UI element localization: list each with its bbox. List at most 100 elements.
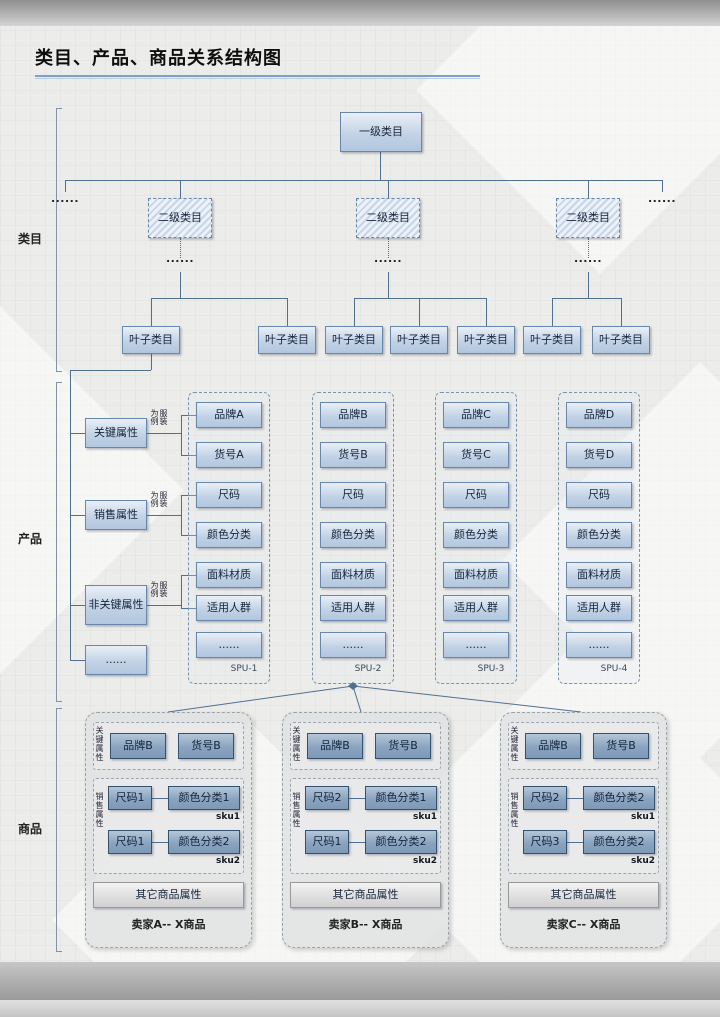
spu-name-label: SPU-1: [230, 664, 258, 674]
ellipsis-label: ......: [573, 252, 603, 265]
sku-color-box: 颜色分类2: [365, 830, 437, 854]
connector: [151, 298, 152, 326]
connector: [181, 495, 182, 535]
connector: [181, 575, 182, 608]
sku-tag: sku2: [630, 856, 655, 866]
spu-item: 品牌B: [320, 402, 386, 428]
spu-item: 适用人群: [566, 595, 632, 621]
sku-color-box: 颜色分类1: [365, 786, 437, 810]
connector: [152, 798, 168, 799]
seller-caption: 卖家A-- X商品: [131, 918, 206, 931]
connector: [287, 298, 288, 326]
spu-item: ......: [443, 632, 509, 658]
sku-tag: sku1: [215, 812, 240, 822]
spu-item: 货号A: [196, 442, 262, 468]
clothing-example-note: 服装为例: [150, 491, 168, 507]
top-banner-bar: [0, 0, 720, 26]
clothing-example-note: 服装为例: [150, 581, 168, 597]
spu-item: 面料材质: [196, 562, 262, 588]
spu-item: 品牌C: [443, 402, 509, 428]
connector: [181, 415, 182, 455]
spu-item: 适用人群: [196, 595, 262, 621]
connector: [180, 272, 181, 298]
spu-item: 尺码: [443, 482, 509, 508]
sku-tag: sku1: [630, 812, 655, 822]
connector: [588, 180, 589, 198]
sku-color-box: 颜色分类1: [168, 786, 240, 810]
connector: [70, 660, 85, 661]
connector: [70, 515, 85, 516]
spu-item: ......: [566, 632, 632, 658]
connector: [588, 272, 589, 298]
ellipsis-label: ......: [647, 192, 677, 205]
spu-item: 颜色分类: [443, 522, 509, 548]
spu-item: 颜色分类: [320, 522, 386, 548]
bottom-banner-bar: [0, 962, 720, 1000]
connector: [147, 605, 181, 606]
nonkey-attributes-box: 非关键属性: [85, 585, 147, 625]
key-group-label: 关键属性: [292, 726, 301, 762]
spu-item: 货号B: [320, 442, 386, 468]
sku-color-box: 颜色分类2: [583, 786, 655, 810]
title-underline: [35, 75, 480, 77]
diamond-junction-icon: [348, 682, 358, 690]
spu-item: 货号C: [443, 442, 509, 468]
sku-color-box: 颜色分类2: [583, 830, 655, 854]
spu-name-label: SPU-2: [354, 664, 382, 674]
sku-tag: sku1: [412, 812, 437, 822]
connector: [388, 180, 389, 198]
spu-name-label: SPU-4: [600, 664, 628, 674]
connector: [486, 298, 487, 326]
spu-item: 颜色分类: [196, 522, 262, 548]
sales-group-label: 销售属性: [510, 792, 519, 828]
spu-item: ......: [320, 632, 386, 658]
page-title: 类目、产品、商品关系结构图: [35, 48, 282, 69]
category-section-bracket: [56, 108, 62, 372]
connector: [621, 298, 622, 326]
sales-group-label: 销售属性: [95, 792, 104, 828]
connector: [151, 354, 152, 370]
connector: [419, 298, 420, 326]
connector: [70, 433, 85, 434]
connector: [567, 798, 583, 799]
spu-item: 尺码: [196, 482, 262, 508]
connector: [388, 272, 389, 298]
level2-category-node: 二级类目: [556, 198, 620, 238]
seller-brand-box: 品牌B: [110, 733, 166, 759]
more-attributes-box: ......: [85, 645, 147, 675]
dotted-connector: [180, 238, 181, 258]
sku-size-box: 尺码2: [523, 786, 567, 810]
clothing-example-note: 服装为例: [150, 409, 168, 425]
connector: [180, 180, 181, 198]
leaf-category-node: 叶子类目: [523, 326, 581, 354]
spu-item: 面料材质: [566, 562, 632, 588]
seller-caption: 卖家B-- X商品: [328, 918, 403, 931]
other-attributes-box: 其它商品属性: [290, 882, 441, 908]
goods-section-bracket: [56, 708, 62, 952]
leaf-category-node: 叶子类目: [258, 326, 316, 354]
spu-item: 尺码: [566, 482, 632, 508]
seller-code-box: 货号B: [375, 733, 431, 759]
dotted-connector: [588, 238, 589, 258]
sku-tag: sku2: [215, 856, 240, 866]
other-attributes-box: 其它商品属性: [93, 882, 244, 908]
sku-size-box: 尺码1: [108, 786, 152, 810]
connector: [349, 798, 365, 799]
connector: [151, 298, 287, 299]
spu-item: 品牌A: [196, 402, 262, 428]
title-underline-thin: [35, 78, 480, 79]
key-attributes-box: 关键属性: [85, 418, 147, 448]
spu-name-label: SPU-3: [477, 664, 505, 674]
connector: [552, 298, 553, 326]
section-label-goods: 商品: [17, 822, 42, 836]
seller-code-box: 货号B: [593, 733, 649, 759]
sku-size-box: 尺码1: [108, 830, 152, 854]
spu-item: 货号D: [566, 442, 632, 468]
level2-category-node: 二级类目: [148, 198, 212, 238]
sku-tag: sku2: [412, 856, 437, 866]
leaf-category-node: 叶子类目: [390, 326, 448, 354]
connector: [70, 370, 151, 371]
connector: [349, 842, 365, 843]
spu-item: 适用人群: [320, 595, 386, 621]
